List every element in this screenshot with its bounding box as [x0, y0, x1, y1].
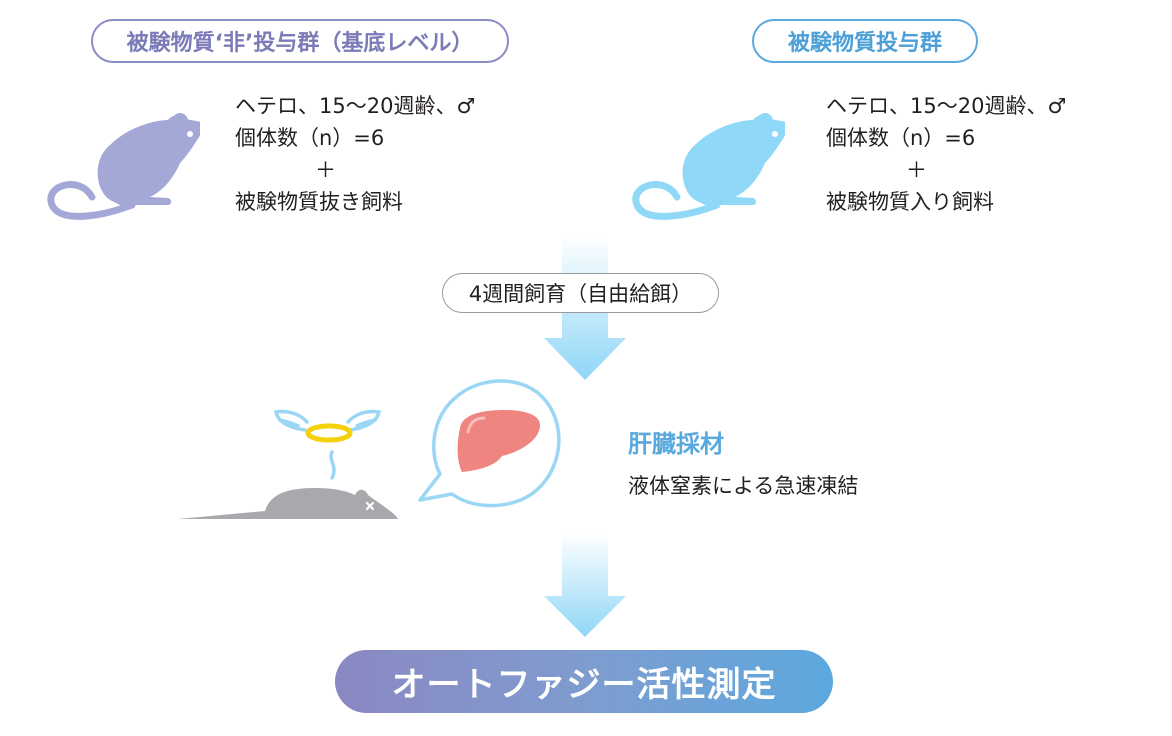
treatment-group-label: 被験物質投与群 [752, 19, 978, 63]
plus-sign: ＋ [906, 158, 927, 182]
control-mouse-icon [47, 113, 200, 220]
down-arrow-icon [544, 533, 626, 637]
treatment-group-info: ヘテロ、15〜20週齢、♂ 個体数（n）=6 ＋ 被験物質入り飼料 [826, 90, 1066, 218]
halo-icon [305, 423, 353, 443]
strain-age-sex: ヘテロ、15〜20週齢、♂ [826, 94, 1067, 118]
diet-description: 被験物質入り飼料 [826, 190, 994, 214]
liver-collection-description: 液体窒素による急速凍結 [628, 474, 859, 498]
autophagy-measurement-label: オートファジー活性測定 [335, 650, 833, 713]
liver-icon [457, 410, 540, 472]
liver-collection-title: 肝臓採材 [628, 430, 724, 458]
angel-wings-icon [273, 409, 382, 480]
sample-size: 個体数（n）=6 [826, 126, 976, 150]
control-group-label: 被験物質‘非’投与群（基底レベル） [91, 19, 509, 63]
plus-sign: ＋ [315, 158, 336, 182]
sample-size: 個体数（n）=6 [235, 126, 385, 150]
feeding-period-label: 4週間飼育（自由給餌） [442, 273, 719, 313]
treatment-mouse-icon [632, 113, 785, 220]
control-group-info: ヘテロ、15〜20週齢、♂ 個体数（n）=6 ＋ 被験物質抜き飼料 [235, 90, 475, 218]
liver-speech-bubble [418, 379, 561, 508]
strain-age-sex: ヘテロ、15〜20週齢、♂ [235, 94, 476, 118]
sacrificed-mouse-icon [178, 409, 398, 519]
diet-description: 被験物質抜き飼料 [235, 190, 403, 214]
